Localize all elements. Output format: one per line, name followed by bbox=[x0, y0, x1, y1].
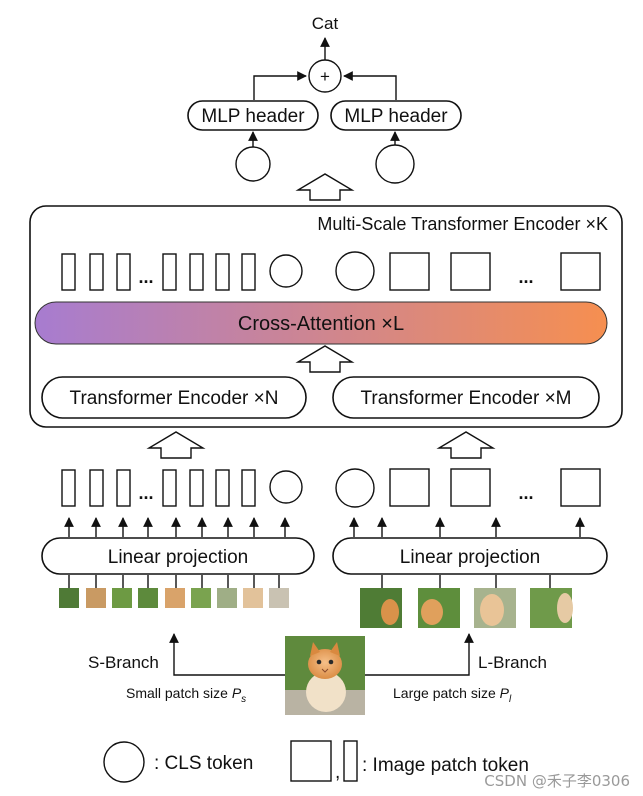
cls-token bbox=[269, 254, 303, 288]
small-patch-size-caption: Small patch size Ps bbox=[126, 685, 246, 705]
cross-attention-bar bbox=[34, 301, 608, 345]
s-transformer-encoder bbox=[41, 376, 307, 419]
cls-token bbox=[269, 470, 303, 504]
image-patch-token bbox=[560, 468, 601, 507]
right-mlp-header bbox=[330, 100, 462, 131]
encoder-l-tokens: ... bbox=[335, 251, 601, 291]
encoder-s-tokens: ... bbox=[61, 253, 303, 291]
l-branch-arrow bbox=[365, 633, 474, 676]
s-linear-projection-label: Linear projection bbox=[108, 547, 248, 568]
right-head-to-sum-arrow bbox=[343, 71, 397, 100]
large-patch-subscript: l bbox=[509, 694, 512, 705]
s-tokens-to-encoder-arrow bbox=[146, 431, 206, 459]
legend-cls-label: : CLS token bbox=[154, 753, 253, 774]
token-ellipsis: ... bbox=[138, 483, 153, 503]
s-projection-arrows bbox=[64, 517, 290, 537]
watermark: CSDN @禾子李0306 bbox=[484, 772, 630, 790]
image-patch-token bbox=[61, 469, 76, 507]
image-patch-token bbox=[189, 469, 204, 507]
sum-node bbox=[308, 59, 342, 93]
l-branch-label: L-Branch bbox=[478, 653, 547, 672]
legend-cls-circle bbox=[103, 741, 145, 783]
image-patch-token bbox=[116, 253, 131, 291]
left-head-to-sum-arrow bbox=[253, 71, 307, 100]
small-patch bbox=[191, 588, 211, 608]
large-patches bbox=[360, 575, 573, 628]
large-patch-size-caption: Large patch size Pl bbox=[393, 685, 512, 705]
image-patch-token bbox=[215, 253, 230, 291]
small-patches bbox=[59, 575, 289, 608]
right-mlp-header-label: MLP header bbox=[344, 106, 448, 127]
s-linear-projection bbox=[41, 537, 315, 575]
input-kitten-image bbox=[285, 636, 365, 715]
s-branch-tokens: ... bbox=[61, 469, 303, 507]
token-ellipsis: ... bbox=[138, 267, 153, 287]
legend-comma: , bbox=[335, 762, 340, 783]
s-branch-label: S-Branch bbox=[88, 653, 159, 672]
left-mlp-header bbox=[187, 100, 319, 131]
image-patch-token bbox=[560, 252, 601, 291]
small-patch bbox=[86, 588, 106, 608]
output-label: Cat bbox=[312, 14, 339, 33]
legend-square-patch bbox=[290, 740, 332, 782]
image-patch-token bbox=[162, 253, 177, 291]
token-ellipsis: ... bbox=[518, 483, 533, 503]
small-patch-subscript: s bbox=[241, 694, 246, 705]
s-transformer-encoder-label: Transformer Encoder ×N bbox=[70, 388, 279, 409]
right-cls-output-token bbox=[375, 144, 415, 184]
l-projection-arrows bbox=[349, 517, 585, 537]
image-patch-token bbox=[241, 469, 256, 507]
small-patch bbox=[217, 588, 237, 608]
image-patch-token bbox=[241, 253, 256, 291]
small-patch bbox=[165, 588, 185, 608]
cls-token bbox=[335, 251, 375, 291]
image-patch-token bbox=[61, 253, 76, 291]
left-mlp-header-label: MLP header bbox=[201, 106, 305, 127]
left-cls-output-token bbox=[235, 146, 271, 182]
encoders-to-cross-attention-arrow bbox=[295, 345, 355, 373]
l-tokens-to-encoder-arrow bbox=[436, 431, 496, 459]
large-patch-size-text: Large patch size bbox=[393, 685, 500, 701]
token-ellipsis: ... bbox=[518, 267, 533, 287]
image-patch-token bbox=[389, 468, 430, 507]
image-patch-token bbox=[215, 469, 230, 507]
l-transformer-encoder-label: Transformer Encoder ×M bbox=[360, 388, 571, 409]
image-patch-token bbox=[89, 253, 104, 291]
image-patch-token bbox=[389, 252, 430, 291]
multi-scale-encoder-title: Multi-Scale Transformer Encoder ×K bbox=[317, 214, 608, 234]
cross-attention-label: Cross-Attention ×L bbox=[238, 313, 404, 335]
image-patch-token bbox=[189, 253, 204, 291]
small-patch-symbol: P bbox=[232, 685, 242, 701]
image-patch-token bbox=[450, 468, 491, 507]
image-patch-token bbox=[116, 469, 131, 507]
l-transformer-encoder bbox=[332, 376, 600, 419]
legend-rect-patch bbox=[343, 740, 358, 782]
small-patch bbox=[138, 588, 158, 608]
small-patch bbox=[243, 588, 263, 608]
large-patch-symbol: P bbox=[500, 685, 510, 701]
small-patch-size-text: Small patch size bbox=[126, 685, 232, 701]
sum-symbol: + bbox=[320, 67, 330, 86]
cls-token bbox=[335, 468, 375, 508]
image-patch-token bbox=[89, 469, 104, 507]
l-linear-projection bbox=[332, 537, 608, 575]
image-patch-token bbox=[450, 252, 491, 291]
small-patch bbox=[112, 588, 132, 608]
l-branch-tokens: ... bbox=[335, 468, 601, 508]
legend-patch-label: : Image patch token bbox=[362, 755, 529, 776]
s-branch-arrow bbox=[169, 633, 285, 676]
image-patch-token bbox=[162, 469, 177, 507]
encoder-to-heads-arrow bbox=[295, 173, 355, 201]
small-patch bbox=[269, 588, 289, 608]
l-linear-projection-label: Linear projection bbox=[400, 547, 540, 568]
small-patch bbox=[59, 588, 79, 608]
